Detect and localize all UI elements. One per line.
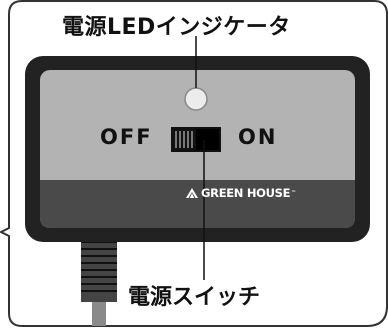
power-switch[interactable] [171, 127, 221, 152]
cable [81, 234, 117, 326]
led-indicator-label: 電源LEDインジケータ [62, 15, 291, 40]
on-label: ON [238, 125, 278, 149]
switch-knob[interactable] [196, 129, 219, 150]
brand-strip [40, 180, 355, 228]
power-led-icon [184, 87, 208, 111]
off-label: OFF [100, 125, 153, 149]
power-switch-label: 電源スイッチ [128, 285, 261, 310]
brand-name: GREEN HOUSE [201, 186, 291, 200]
brand-trademark: ™ [291, 190, 296, 196]
brand-mark-icon [186, 188, 198, 198]
